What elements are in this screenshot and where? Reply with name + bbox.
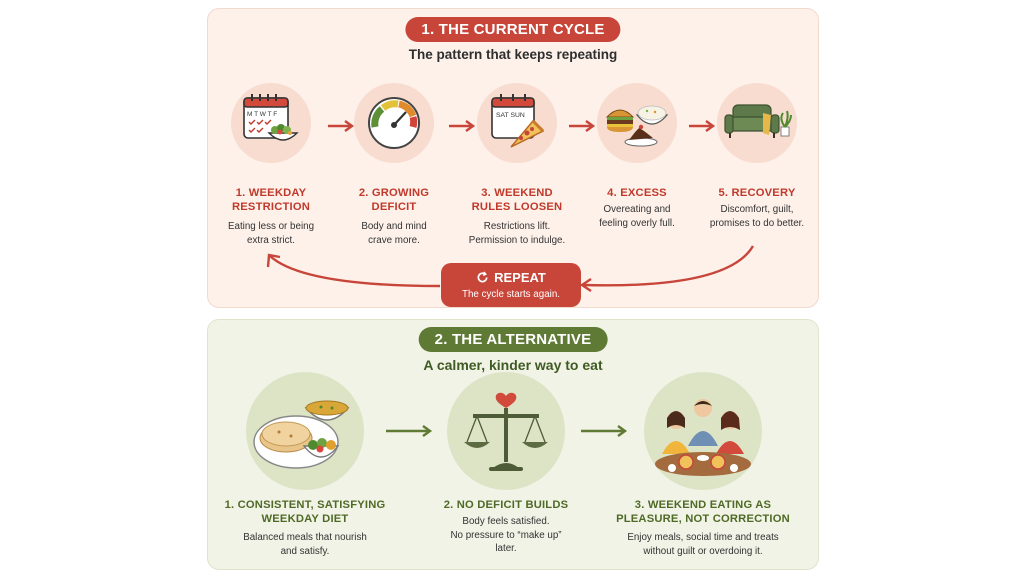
alt-step-2-circle (447, 372, 565, 490)
calendar-salad-icon: M T W T F (243, 94, 299, 141)
balance-scale-heart-icon (464, 392, 548, 471)
step-3-description: Restrictions lift.Permission to indulge. (468, 221, 566, 246)
step-4-circle (597, 83, 677, 163)
sofa-icon (724, 104, 792, 138)
step-1-circle: M T W T F (231, 83, 311, 163)
alt-step-1-circle (246, 372, 364, 490)
alt-step-2-title: 2. NO DEFICIT BUILDS (443, 499, 569, 511)
current-cycle-panel: 1. THE CURRENT CYCLE The pattern that ke… (207, 8, 819, 308)
arrow-right-icon (386, 425, 433, 437)
alt-step-3-circle (644, 372, 762, 490)
refresh-icon (477, 271, 488, 283)
burger-rice-cake-icon (605, 105, 669, 147)
step-5-title: 5. RECOVERY (718, 187, 796, 199)
arrow-right-icon (581, 425, 628, 437)
arrow-right-icon (449, 120, 476, 132)
step-4-title: 4. EXCESS (607, 187, 667, 199)
friends-dining-icon (655, 399, 751, 476)
current-cycle-subtitle: The pattern that keeps repeating (408, 47, 618, 62)
cycle-return-arrow (266, 245, 755, 292)
alternative-panel: 2. THE ALTERNATIVE A calmer, kinder way … (207, 319, 819, 570)
arrow-right-icon (689, 120, 716, 132)
repeat-title: REPEAT (494, 270, 546, 285)
arrow-right-icon (328, 120, 355, 132)
calendar-pizza-icon: SAT SUN (491, 94, 545, 148)
step-2-circle (354, 83, 434, 163)
gauge-icon (368, 97, 420, 149)
calendar-weekday-letters: M T W T F (247, 111, 277, 118)
repeat-subtitle: The cycle starts again. (461, 289, 560, 300)
step-5-circle (717, 83, 797, 163)
calendar-weekend-labels: SAT SUN (496, 112, 525, 119)
step-5-description: Discomfort, guilt,promises to do better. (709, 204, 805, 229)
alt-step-2-description: Body feels satisfied.No pressure to “mak… (450, 516, 562, 554)
alternative-badge: 2. THE ALTERNATIVE (418, 327, 608, 352)
step-3-circle: SAT SUN (477, 83, 557, 163)
arrow-right-icon (569, 120, 596, 132)
balanced-meal-icon (253, 400, 350, 469)
repeat-box: REPEAT The cycle starts again. (441, 263, 581, 307)
current-cycle-badge: 1. THE CURRENT CYCLE (405, 17, 621, 42)
alternative-subtitle: A calmer, kinder way to eat (423, 357, 603, 373)
